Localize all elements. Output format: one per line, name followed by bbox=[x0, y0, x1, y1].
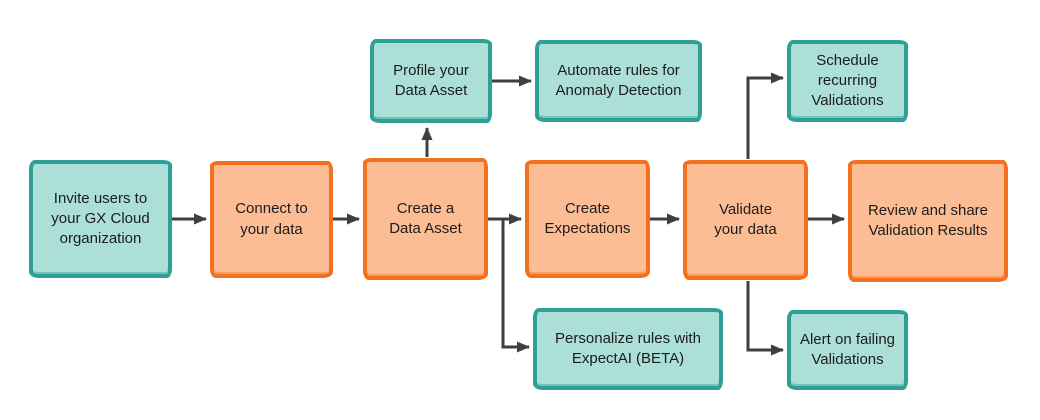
node-schedule-validations: Schedule recurring Validations bbox=[787, 40, 908, 122]
node-review-validation-results-label: Review and share Validation Results bbox=[867, 201, 989, 239]
node-profile-data-asset: Profile your Data Asset bbox=[370, 39, 492, 123]
node-personalize-expectai: Personalize rules with ExpectAI (BETA) bbox=[533, 308, 723, 390]
node-personalize-expectai-label: Personalize rules with ExpectAI (BETA) bbox=[555, 329, 701, 367]
node-create-expectations: Create Expectations bbox=[525, 160, 650, 278]
node-schedule-validations-label: Schedule recurring Validations bbox=[811, 51, 884, 110]
node-automate-anomaly-rules: Automate rules for Anomaly Detection bbox=[535, 40, 702, 122]
node-validate-data-label: Validate your data bbox=[714, 200, 777, 238]
edge-validate-to-schedule bbox=[746, 72, 784, 159]
node-create-data-asset: Create a Data Asset bbox=[363, 158, 488, 280]
node-create-expectations-label: Create Expectations bbox=[544, 199, 631, 237]
node-validate-data: Validate your data bbox=[683, 160, 808, 280]
node-create-data-asset-label: Create a Data Asset bbox=[389, 199, 462, 237]
node-alert-failing-validations: Alert on failing Validations bbox=[787, 310, 908, 390]
node-invite-users-label: Invite users to your GX Cloud organizati… bbox=[51, 189, 150, 248]
node-connect-to-data: Connect to your data bbox=[210, 161, 333, 278]
edge-validate-to-alert bbox=[746, 281, 784, 356]
node-connect-to-data-label: Connect to your data bbox=[235, 200, 308, 238]
node-profile-data-asset-label: Profile your Data Asset bbox=[393, 61, 469, 99]
node-invite-users: Invite users to your GX Cloud organizati… bbox=[29, 160, 172, 278]
node-alert-failing-validations-label: Alert on failing Validations bbox=[799, 330, 896, 368]
node-automate-anomaly-rules-label: Automate rules for Anomaly Detection bbox=[555, 61, 682, 99]
node-review-validation-results: Review and share Validation Results bbox=[848, 160, 1008, 282]
